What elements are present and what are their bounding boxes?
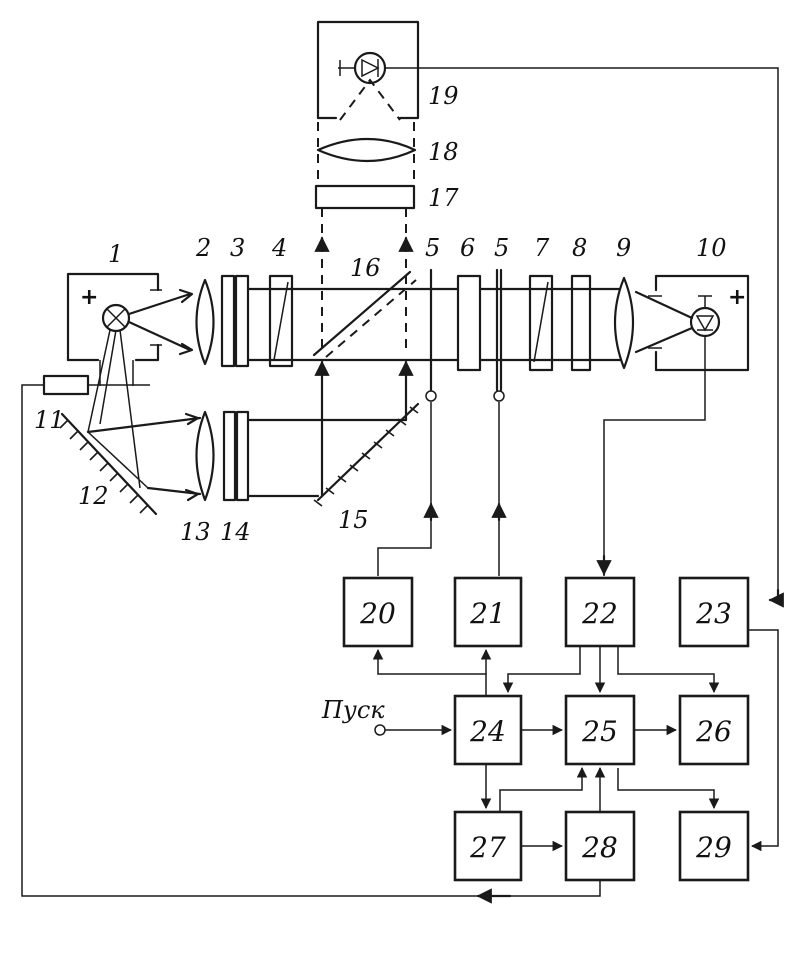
element-6 xyxy=(458,276,480,370)
svg-text:27: 27 xyxy=(469,831,506,864)
block-25: 25 xyxy=(566,696,634,764)
start-terminal xyxy=(375,725,385,735)
block-24: 24 xyxy=(455,696,521,764)
label-14: 14 xyxy=(220,518,251,546)
mirror-hatch xyxy=(314,407,418,506)
filter-14b xyxy=(237,412,248,500)
block-27: 27 xyxy=(455,812,521,880)
label-7: 7 xyxy=(534,234,550,262)
block-23: 23 xyxy=(680,578,748,646)
filter-3b xyxy=(236,276,248,366)
filter-17 xyxy=(316,186,414,208)
svg-text:28: 28 xyxy=(581,831,618,864)
svg-text:29: 29 xyxy=(695,831,732,864)
lens-13 xyxy=(197,412,214,500)
label-2: 2 xyxy=(195,234,211,262)
label-15: 15 xyxy=(338,506,369,534)
mirror-15 xyxy=(318,404,418,500)
filter-3a xyxy=(222,276,234,366)
label-18: 18 xyxy=(428,138,459,166)
beam-splitter-16 xyxy=(314,272,410,355)
svg-text:22: 22 xyxy=(581,597,618,630)
label-11: 11 xyxy=(34,406,65,434)
block-22: 22 xyxy=(566,578,634,646)
label-13: 13 xyxy=(180,518,211,546)
svg-text:23: 23 xyxy=(695,597,732,630)
label-4: 4 xyxy=(271,234,287,262)
start-label: Пуск xyxy=(321,696,385,724)
label-10: 10 xyxy=(696,234,727,262)
block-21: 21 xyxy=(455,578,521,646)
label-3: 3 xyxy=(230,234,245,262)
block-28: 28 xyxy=(566,812,634,880)
plus-sign-detector: + xyxy=(728,285,746,310)
block-26: 26 xyxy=(680,696,748,764)
svg-text:24: 24 xyxy=(469,715,506,748)
block-20: 20 xyxy=(344,578,412,646)
modulator-11 xyxy=(44,376,88,394)
lens-2 xyxy=(197,280,214,364)
label-6: 6 xyxy=(460,234,475,262)
label-5b: 5 xyxy=(494,234,509,262)
label-19: 19 xyxy=(428,82,459,110)
svg-text:26: 26 xyxy=(695,715,732,748)
filter-14a xyxy=(224,412,235,500)
label-9: 9 xyxy=(616,234,631,262)
plus-sign-source: + xyxy=(80,285,98,310)
svg-text:25: 25 xyxy=(581,715,618,748)
lens-18 xyxy=(318,139,415,161)
lens-9 xyxy=(615,278,633,368)
label-17: 17 xyxy=(428,184,459,212)
label-8: 8 xyxy=(572,234,587,262)
svg-text:21: 21 xyxy=(469,597,506,630)
label-1: 1 xyxy=(108,240,123,268)
svg-text:20: 20 xyxy=(359,597,396,630)
label-5a: 5 xyxy=(425,234,440,262)
label-16: 16 xyxy=(350,254,381,282)
label-12: 12 xyxy=(78,482,109,510)
block-29: 29 xyxy=(680,812,748,880)
